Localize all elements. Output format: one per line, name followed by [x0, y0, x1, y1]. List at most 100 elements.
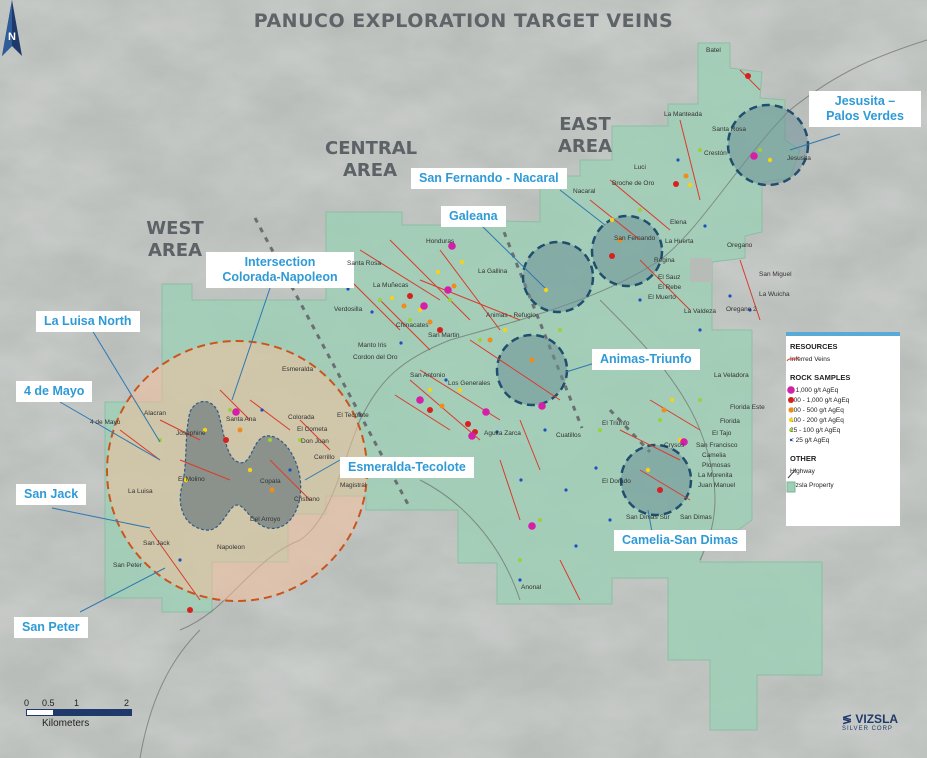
legend-rock-label: 25 - 100 g/t AgEq	[790, 427, 841, 434]
legend-highway-label: Highway	[790, 468, 815, 475]
place-label: La Veladora	[714, 372, 749, 379]
scale-unit: Kilometers	[42, 718, 90, 729]
place-label: Manto Iris	[358, 342, 387, 349]
place-label: Luci	[634, 164, 646, 171]
callout-san-peter[interactable]: San Peter	[14, 617, 88, 638]
legend-vizsla-property-label: Vizsla Property	[790, 482, 834, 489]
place-label: La Huerta	[665, 238, 694, 245]
north-arrow-icon: N	[2, 0, 22, 56]
place-label: Esmeralda	[282, 366, 314, 373]
map-title: PANUCO EXPLORATION TARGET VEINS	[253, 10, 674, 32]
place-label: El Tecolote	[337, 412, 369, 419]
legend-rock-heading: ROCK SAMPLES	[790, 373, 851, 382]
place-label: Camelia	[702, 452, 726, 459]
legend-rock-row: > 1,000 g/t AgEq	[786, 386, 900, 396]
place-label: Florida	[720, 418, 740, 425]
intersection-polygon	[179, 400, 302, 531]
place-label: Plomosas	[702, 462, 731, 469]
place-label: Don Juan	[301, 438, 329, 445]
callout-animas[interactable]: Animas-Triunfo	[592, 349, 700, 370]
rock-sample-dot-icon	[788, 407, 794, 413]
west-area-label: WEST AREA	[146, 218, 204, 261]
legend-rock-row: 100 - 200 g/t AgEq	[786, 416, 900, 426]
scale-tick: 0.5	[42, 698, 55, 708]
callout-san-jack[interactable]: San Jack	[16, 484, 87, 505]
place-label: El Sauz	[658, 274, 681, 281]
place-label: El Rebe	[658, 284, 682, 291]
place-label: La Wuicha	[759, 291, 790, 298]
legend-inferred-veins-label: Inferred Veins	[790, 356, 831, 363]
place-label: San Dimas Sur	[626, 514, 670, 521]
legend-rock-label: < 25 g/t AgEq	[790, 437, 830, 444]
central-area-label: CENTRAL AREA	[325, 138, 418, 181]
place-label: Santa Ana	[226, 416, 256, 423]
property-symbol-icon	[786, 481, 796, 493]
place-label: Verdosilla	[334, 306, 363, 313]
place-label: Chinacates	[396, 322, 429, 329]
callout-san-fernando[interactable]: San Fernando - Nacaral	[411, 168, 567, 189]
scale-tick: 0	[24, 698, 30, 708]
callout-4-de-mayo[interactable]: 4 de Mayo	[16, 381, 93, 402]
legend-rock-label: 200 - 500 g/t AgEq	[790, 407, 844, 414]
rock-sample-dot-icon	[788, 417, 794, 423]
place-label: La Valdeza	[684, 308, 717, 315]
scale-bar-graphic	[26, 709, 132, 716]
place-label: San Antonio	[410, 372, 446, 379]
scale-tick: 2	[124, 698, 130, 708]
map-legend: RESOURCES Inferred Veins ROCK SAMPLES > …	[786, 332, 900, 526]
place-label: Animas - Refugio	[486, 312, 536, 319]
place-label: Regina	[654, 257, 675, 264]
legend-vizsla-property: Vizsla Property	[786, 481, 900, 495]
place-label: Santa Rosa	[712, 126, 746, 133]
place-label: Alacran	[144, 410, 167, 417]
place-label: Nacaral	[573, 188, 596, 195]
place-label: El Dorado	[602, 478, 631, 485]
legend-rock-label: 100 - 200 g/t AgEq	[790, 417, 844, 424]
place-label: Aguita Zarca	[484, 430, 521, 437]
callout-la-luisa-north[interactable]: La Luisa North	[36, 311, 140, 332]
place-label: Crestón	[704, 150, 727, 157]
place-label: San Martin	[428, 332, 460, 339]
callout-jesusita[interactable]: Jesusita – Palos Verdes	[809, 91, 921, 127]
legend-rock-label: > 1,000 g/t AgEq	[790, 387, 839, 394]
place-label: Del Arroyo	[250, 516, 281, 523]
place-label: Juan Manuel	[698, 482, 736, 489]
callout-camelia[interactable]: Camelia-San Dimas	[614, 530, 747, 551]
scale-ticks: 0 0.5 1 2	[24, 698, 134, 709]
place-label: Cuatillos	[556, 432, 581, 439]
place-label: San Fernando	[614, 235, 656, 242]
rock-sample-dot-icon	[788, 397, 794, 403]
callout-galeana[interactable]: Galeana	[441, 206, 506, 227]
north-label: N	[8, 31, 16, 43]
legend-highway: Highway	[786, 467, 900, 481]
place-label: Broche de Oro	[612, 180, 655, 187]
callout-esmeralda[interactable]: Esmeralda-Tecolote	[340, 457, 474, 478]
legend-rock-row: 200 - 500 g/t AgEq	[786, 406, 900, 416]
vein-symbol-icon	[786, 356, 800, 362]
place-label: Oregano	[727, 242, 753, 249]
legend-rock-label: 500 - 1,000 g/t AgEq	[790, 397, 850, 404]
place-label: San Miguel	[759, 271, 792, 278]
place-label: La Manteada	[664, 111, 702, 118]
logo-name: VIZSLA	[855, 712, 899, 726]
place-label: Copala	[260, 478, 281, 485]
logo-chevron-icon: ≶	[842, 712, 856, 726]
place-label: San Dimas	[680, 514, 712, 521]
place-label: Cordon del Oro	[353, 354, 398, 361]
scale-bar: 0 0.5 1 2 Kilometers	[24, 698, 134, 729]
place-label: Oregano 2	[726, 306, 757, 313]
vizsla-logo: ≶ VIZSLA SILVER CORP	[842, 712, 898, 732]
place-label: Elena	[670, 219, 687, 226]
place-label: Honduras	[426, 238, 455, 245]
callout-intersection[interactable]: Intersection Colorada-Napoleon	[206, 252, 354, 288]
callout-leaders	[51, 133, 841, 613]
place-label: El Triunfo	[602, 420, 630, 427]
place-label: Crysos	[664, 442, 685, 449]
place-label: Josephine	[176, 430, 206, 437]
place-label: 4 de Mayo	[90, 419, 121, 426]
area-dividers	[253, 217, 652, 509]
veins	[119, 69, 761, 601]
place-label: El Cometa	[297, 426, 328, 433]
